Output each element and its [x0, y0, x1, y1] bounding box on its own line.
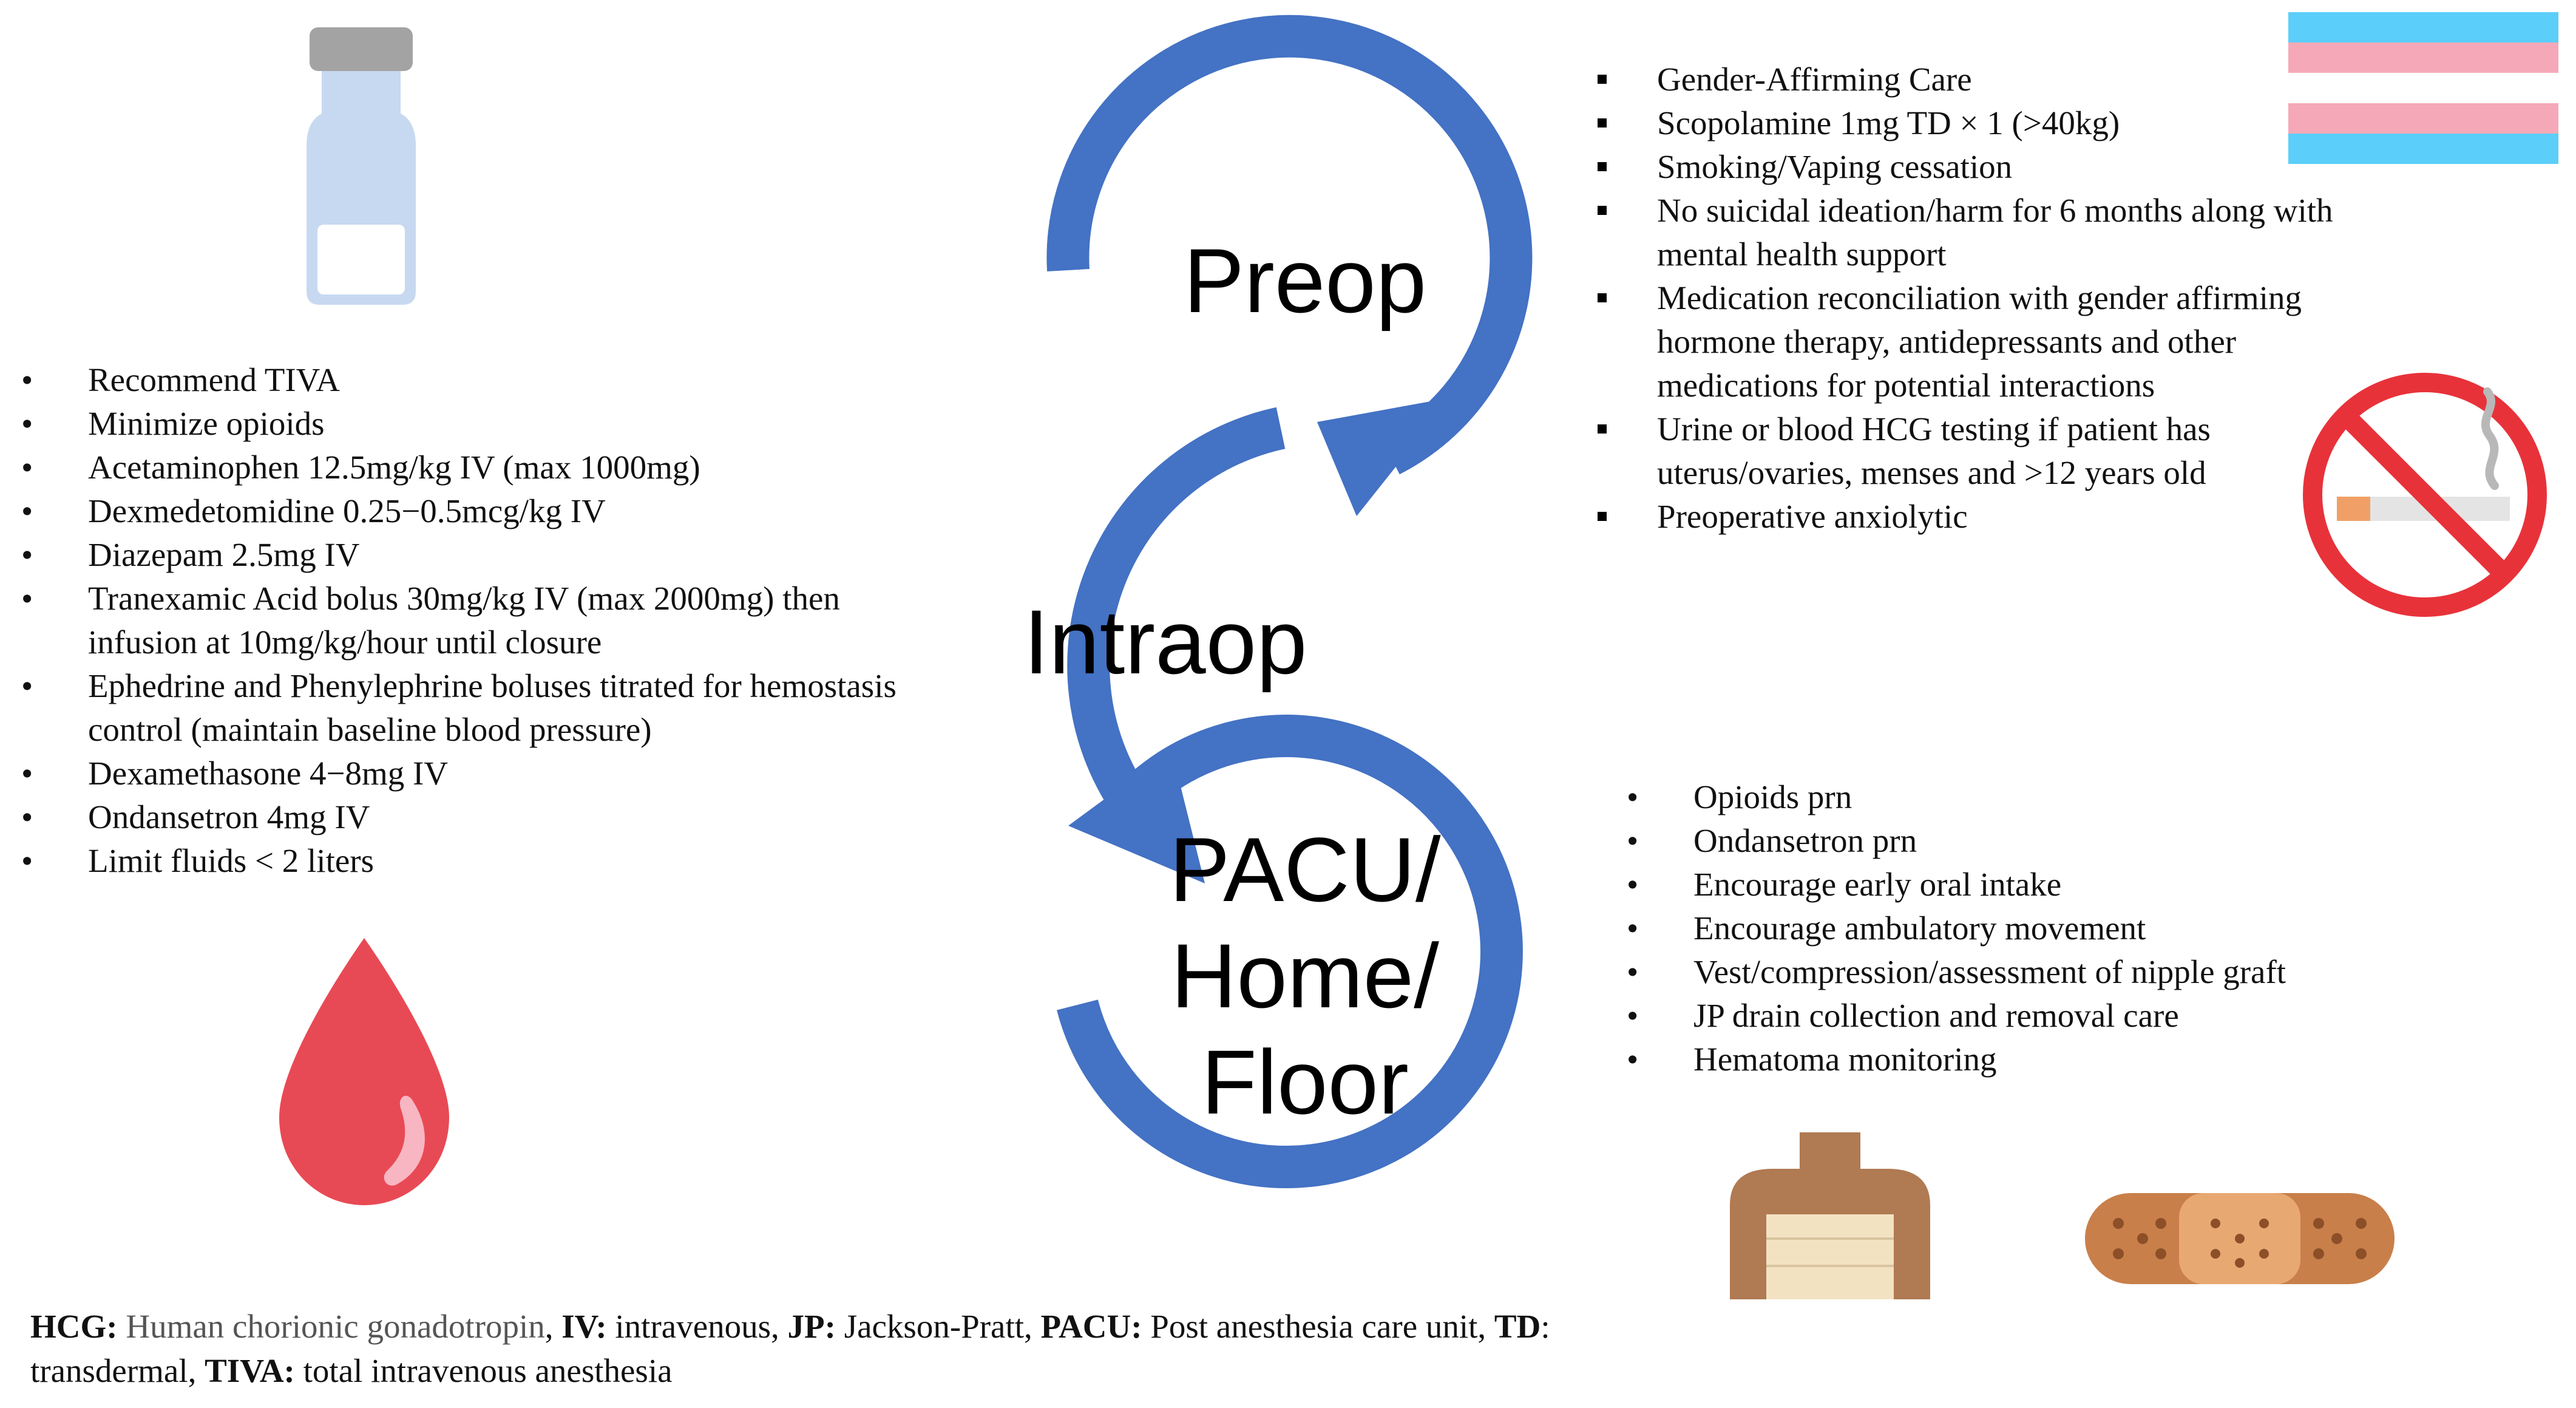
list-item: Hematoma monitoring	[1627, 1038, 2416, 1081]
list-item: Recommend TIVA	[21, 358, 920, 402]
list-item: No suicidal ideation/harm for 6 months a…	[1590, 189, 2379, 276]
list-item: Minimize opioids	[21, 402, 920, 446]
list-item: Ephedrine and Phenylephrine boluses titr…	[21, 664, 920, 752]
transgender-flag-icon	[2288, 12, 2558, 164]
abbr-definition: Jackson-Pratt,	[835, 1308, 1041, 1345]
bandage-icon	[2085, 1193, 2395, 1284]
vial-icon	[307, 27, 416, 305]
intraop-list: Recommend TIVA Minimize opioids Acetamin…	[21, 358, 920, 883]
list-item: Ondansetron 4mg IV	[21, 795, 920, 839]
list-item: Dexmedetomidine 0.25−0.5mcg/kg IV	[21, 489, 920, 533]
abbr-definition: : transdermal,	[30, 1308, 1550, 1389]
list-item: Encourage ambulatory movement	[1627, 906, 2416, 950]
intraop-arc-arrow	[1067, 407, 1286, 830]
list-item: Tranexamic Acid bolus 30mg/kg IV (max 20…	[21, 577, 920, 664]
list-item: Medication reconciliation with gender af…	[1590, 276, 2379, 407]
stage-label-home: Home/	[1171, 925, 1439, 1027]
abbr-definition: total intravenous anesthesia	[294, 1352, 673, 1389]
list-item: Vest/compression/assessment of nipple gr…	[1627, 950, 2416, 994]
stage-label-pacu: PACU/	[1169, 818, 1441, 920]
abbr-term: TD	[1494, 1308, 1541, 1345]
chest-binder-icon	[1730, 1132, 1930, 1299]
list-item: Opioids prn	[1627, 775, 2416, 819]
abbr-definition: Human chorionic gonadotropin	[117, 1308, 545, 1345]
abbr-definition: Post anesthesia care unit,	[1142, 1308, 1494, 1345]
list-item: JP drain collection and removal care	[1627, 994, 2416, 1038]
no-smoking-icon	[2303, 373, 2547, 617]
blood-drop-icon	[279, 938, 449, 1205]
list-item: Urine or blood HCG testing if patient ha…	[1590, 407, 2379, 495]
stage-label-preop: Preop	[1183, 230, 1427, 332]
preop-arc-arrow	[1046, 15, 1533, 475]
postop-list: Opioids prn Ondansetron prn Encourage ea…	[1627, 775, 2416, 1081]
abbr-term: JP:	[787, 1308, 836, 1345]
list-item: Scopolamine 1mg TD × 1 (>40kg)	[1590, 101, 2379, 145]
postop-arc	[1057, 715, 1523, 1189]
preop-arrowhead	[1317, 398, 1451, 516]
list-item: Diazepam 2.5mg IV	[21, 533, 920, 577]
list-item: Limit fluids < 2 liters	[21, 839, 920, 883]
list-item: Gender-Affirming Care	[1590, 58, 2379, 101]
stage-label-postop: PACU/ Home/ Floor	[1153, 817, 1457, 1135]
list-item: Ondansetron prn	[1627, 819, 2416, 863]
stage-label-intraop: Intraop	[1023, 591, 1307, 693]
list-item: Encourage early oral intake	[1627, 863, 2416, 906]
stage-label-floor: Floor	[1201, 1031, 1409, 1133]
abbr-definition: intravenous,	[606, 1308, 788, 1345]
abbr-term: TIVA:	[205, 1352, 295, 1389]
list-item: Acetaminophen 12.5mg/kg IV (max 1000mg)	[21, 446, 920, 489]
list-item: Smoking/Vaping cessation	[1590, 145, 2379, 189]
abbr-term: HCG:	[30, 1308, 118, 1345]
abbr-term: IV:	[561, 1308, 607, 1345]
list-item: Preoperative anxiolytic	[1590, 495, 2379, 539]
abbr-term: PACU:	[1040, 1308, 1142, 1345]
list-item: Dexamethasone 4−8mg IV	[21, 752, 920, 795]
abbreviations-footnote: HCG: Human chorionic gonadotropin, IV: i…	[30, 1308, 1550, 1389]
preop-list: Gender-Affirming Care Scopolamine 1mg TD…	[1590, 58, 2379, 539]
